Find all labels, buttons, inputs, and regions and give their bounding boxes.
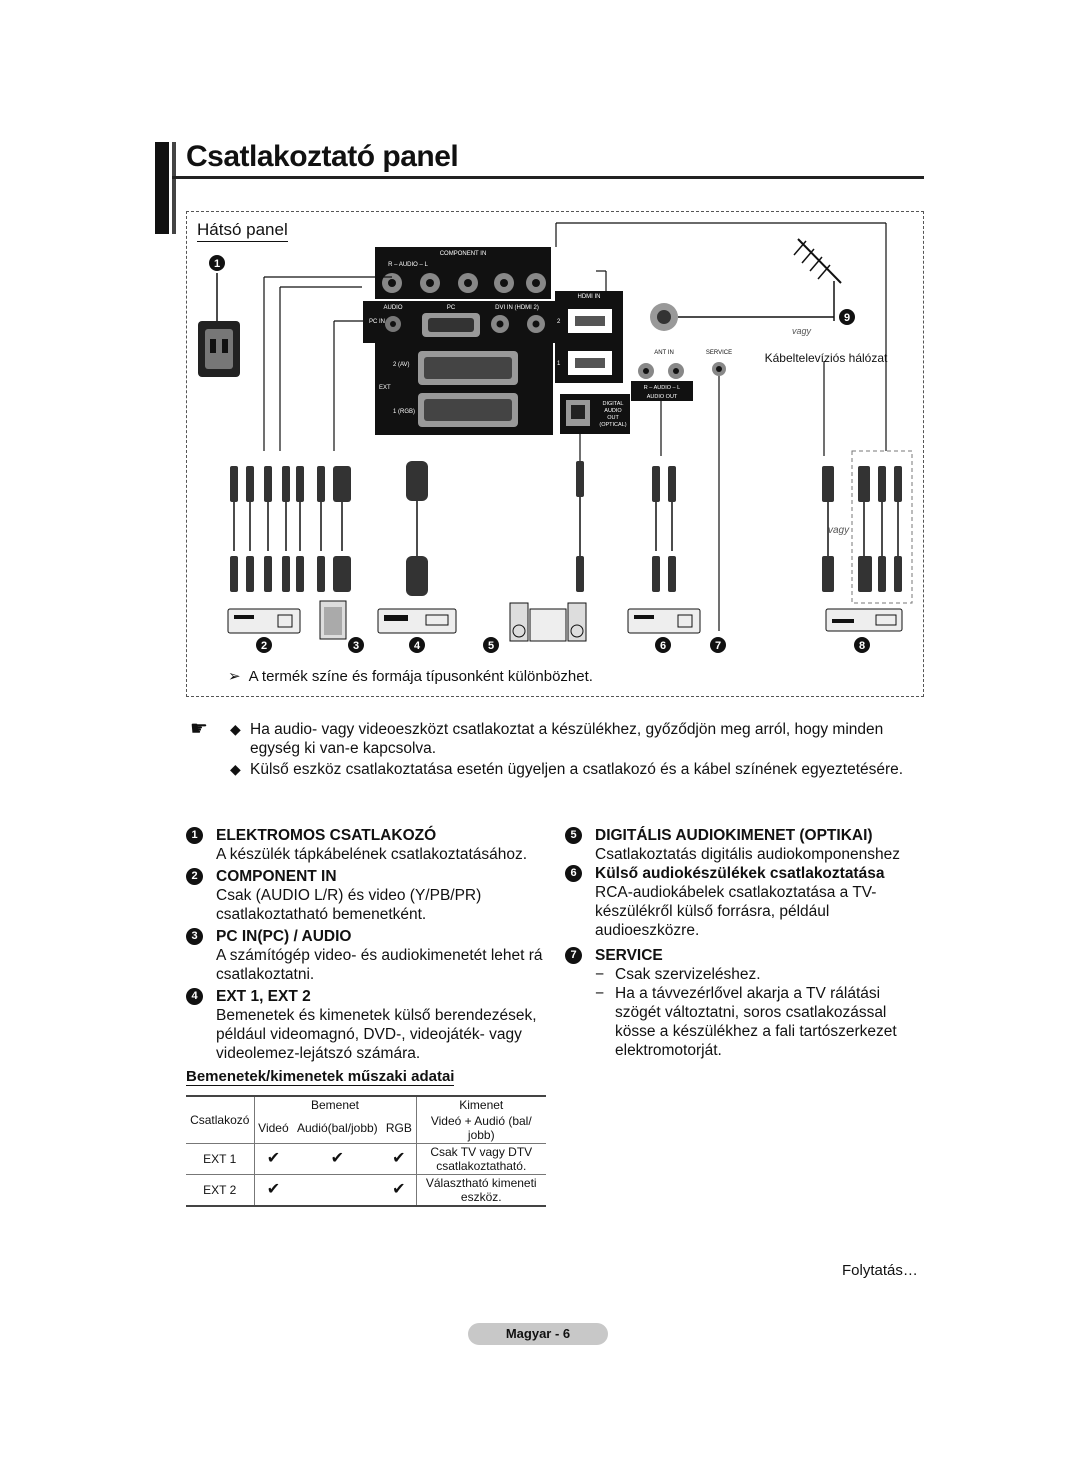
svg-text:PC: PC: [447, 305, 456, 311]
marker-3: 3: [348, 637, 364, 653]
svg-text:OUT: OUT: [607, 415, 619, 421]
page-title: Csatlakoztató panel: [186, 140, 459, 173]
settop-device-icon: [825, 608, 903, 632]
diamond-bullet-icon: ◆: [230, 721, 241, 737]
svg-text:DIGITAL: DIGITAL: [603, 401, 624, 407]
table-row: EXT 1 ✔ ✔ ✔ Csak TV vagy DTV csatlakozta…: [186, 1143, 546, 1175]
rear-panel-diagram: 1 COMPONENT IN R – AUDIO – L AUDIO PC DV…: [198, 222, 913, 653]
svg-text:PC IN: PC IN: [369, 319, 385, 325]
diamond-bullet-icon: ◆: [230, 761, 241, 777]
item-service: 7 SERVICE Csak szervizeléshez. Ha a távv…: [565, 946, 915, 1060]
svg-text:AUDIO: AUDIO: [383, 305, 402, 311]
table-row: EXT 2 ✔ ✔ Választható kimeneti eszköz.: [186, 1174, 546, 1207]
item-pc-in: 3 PC IN(PC) / AUDIO A számítógép video- …: [186, 927, 552, 984]
digital-audio-out-block: DIGITAL AUDIO OUT (OPTICAL): [560, 394, 630, 434]
item-digital-audio-out: 5 DIGITÁLIS AUDIOKIMENET (OPTIKAI) Csatl…: [565, 826, 915, 864]
marker-5: 5: [483, 637, 499, 653]
svg-text:(OPTICAL): (OPTICAL): [599, 422, 626, 428]
item-component-in: 2 COMPONENT IN Csak (AUDIO L/R) és video…: [186, 867, 552, 924]
product-note: ➢ A termék színe és formája típusonként …: [228, 667, 593, 686]
page-number: Magyar - 6: [468, 1323, 608, 1345]
marker-2: 2: [256, 637, 272, 653]
marker-9: 9: [839, 309, 855, 325]
ext-scart-block: EXT 2 (AV) 1 (RGB): [375, 343, 553, 435]
ant-in-port: ANT IN: [650, 303, 678, 356]
svg-text:AUDIO OUT: AUDIO OUT: [647, 394, 678, 400]
power-socket-icon: [198, 321, 240, 377]
svg-text:DVI IN (HDMI 2): DVI IN (HDMI 2): [495, 305, 539, 311]
note-arrow-icon: ➢: [228, 668, 241, 685]
svg-text:COMPONENT IN: COMPONENT IN: [440, 251, 487, 257]
svg-text:R – AUDIO – L: R – AUDIO – L: [388, 262, 428, 268]
svg-text:2: 2: [557, 319, 561, 325]
item-ext: 4 EXT 1, EXT 2 Bemenetek és kimenetek kü…: [186, 987, 552, 1063]
vcr2-device-icon: [627, 608, 701, 634]
marker-4: 4: [409, 637, 425, 653]
pc-audio-block: AUDIO PC DVI IN (HDMI 2) PC IN: [363, 301, 555, 343]
service-port: SERVICE: [706, 350, 732, 376]
svg-text:R – AUDIO – L: R – AUDIO – L: [644, 385, 680, 391]
title-accent-bar: [155, 142, 169, 234]
svg-text:ANT IN: ANT IN: [654, 350, 674, 356]
product-note-text: A termék színe és formája típusonként kü…: [248, 667, 593, 685]
cable-network-label: Kábeltelevíziós hálózat: [765, 351, 888, 365]
cable-plugs-top: [230, 461, 902, 502]
hdmi-block: HDMI IN 2 1: [555, 291, 623, 383]
marker-1: 1: [209, 255, 225, 271]
spec-table: Csatlakozó Bemenet Kimenet Videó Audió(b…: [186, 1095, 546, 1207]
svg-text:5: 5: [488, 640, 494, 652]
svg-text:2: 2: [261, 640, 267, 652]
panel-title: Hátsó panel: [197, 220, 288, 242]
svg-text:1 (RGB): 1 (RGB): [393, 409, 415, 415]
item-power: 1 ELEKTROMOS CSATLAKOZÓ A készülék tápká…: [186, 826, 552, 864]
svg-text:1: 1: [557, 361, 561, 367]
diagram-frame: [186, 211, 924, 697]
marker-8: 8: [854, 637, 870, 653]
svg-text:7: 7: [715, 640, 721, 652]
svg-text:2 (AV): 2 (AV): [393, 362, 410, 368]
svg-text:8: 8: [859, 640, 865, 652]
cable-plugs-bottom: [230, 556, 902, 596]
svg-text:AUDIO: AUDIO: [604, 408, 622, 414]
component-in-block: COMPONENT IN R – AUDIO – L: [375, 247, 551, 299]
svg-text:HDMI IN: HDMI IN: [578, 294, 601, 300]
antenna-icon: [793, 238, 842, 321]
svg-text:9: 9: [844, 312, 850, 324]
vcr-device-icon: [227, 608, 301, 634]
svg-text:vagy: vagy: [792, 326, 812, 336]
right-items: 5 DIGITÁLIS AUDIOKIMENET (OPTIKAI) Csatl…: [565, 826, 915, 1063]
title-rule: [172, 176, 924, 179]
svg-text:4: 4: [414, 640, 421, 652]
tip-item: ◆ Ha audio- vagy videoeszközt csatlakozt…: [230, 721, 884, 757]
svg-text:3: 3: [353, 640, 359, 652]
table-row: Csatlakozó Bemenet Kimenet: [186, 1095, 546, 1144]
item-audio-out: 6 Külső audiokészülékek csatlakoztatása …: [565, 864, 915, 940]
spec-title: Bemenetek/kimenetek műszaki adatai: [186, 1068, 455, 1086]
pc-device-icon: [319, 600, 347, 640]
table-row: Videó Audió(bal/jobb) RGB Videó + Audió …: [186, 1113, 546, 1144]
marker-7: 7: [710, 637, 726, 653]
svg-text:1: 1: [214, 258, 220, 270]
audio-system-icon: [509, 602, 587, 642]
pointing-hand-icon: ☛: [190, 718, 208, 740]
dvd-device-icon: [377, 608, 457, 634]
marker-6: 6: [655, 637, 671, 653]
svg-text:vagy: vagy: [828, 525, 850, 536]
left-items: 1 ELEKTROMOS CSATLAKOZÓ A készülék tápká…: [186, 826, 552, 1066]
svg-text:6: 6: [660, 640, 666, 652]
tip-item: ◆ Külső eszköz csatlakoztatása esetén üg…: [230, 761, 904, 778]
continue-label: Folytatás…: [842, 1262, 918, 1279]
audio-out-block: R – AUDIO – L AUDIO OUT: [631, 363, 693, 401]
svg-text:EXT: EXT: [379, 385, 391, 391]
service-dash-list: Csak szervizeléshez. Ha a távvezérlővel …: [595, 965, 915, 1060]
svg-text:SERVICE: SERVICE: [706, 350, 732, 356]
title-accent-bar-thin: [172, 142, 176, 234]
